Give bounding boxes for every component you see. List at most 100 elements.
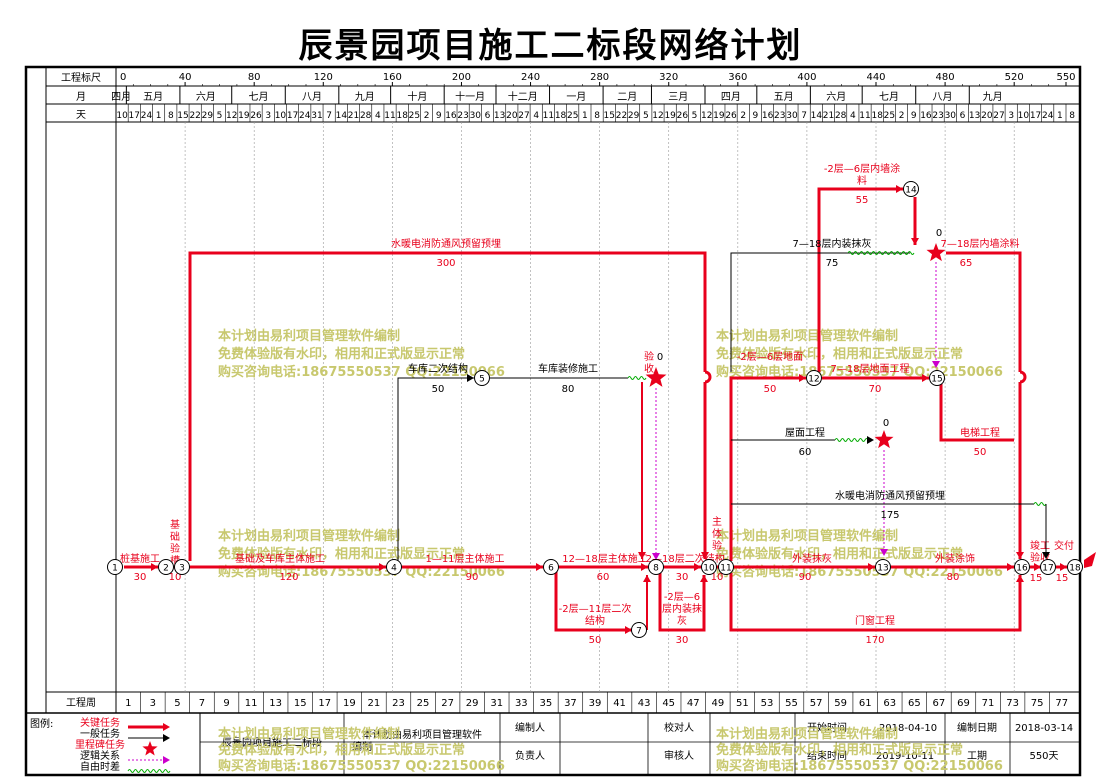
scale-tick-label: 40: [179, 72, 192, 83]
day-label: 23: [774, 111, 785, 121]
arrow-head: [867, 436, 874, 444]
footer-start-value: 2018-04-10: [879, 723, 937, 734]
task-label: 层内装抹: [662, 602, 702, 615]
day-label: 7: [801, 111, 807, 121]
node-label-7: 7: [636, 627, 642, 637]
day-label: 24: [299, 111, 311, 121]
day-label: 25: [409, 111, 420, 121]
arrow-head: [1034, 563, 1041, 571]
day-label: 2: [740, 111, 746, 121]
legend-item-label: 逻辑关系: [80, 749, 120, 762]
arrow-head: [896, 185, 903, 193]
footer-date-label: 编制日期: [957, 721, 997, 734]
week-label: 17: [318, 698, 331, 709]
task-duration: 75: [826, 258, 839, 269]
day-label: 3: [1008, 111, 1014, 121]
task-duration: 30: [676, 572, 689, 583]
day-label: 22: [616, 111, 627, 121]
week-label: 63: [883, 698, 896, 709]
week-label: 29: [466, 698, 479, 709]
month-label: 二月: [617, 91, 637, 103]
arrow-head: [379, 563, 386, 571]
month-label: 十月: [407, 90, 427, 103]
footer-period-label: 工期: [967, 750, 987, 762]
task-label: 基础及车库主体施工: [235, 552, 325, 565]
task-label: 车库二次结构: [408, 362, 468, 375]
day-label: 21: [823, 111, 834, 121]
day-label: 5: [217, 111, 223, 121]
watermark-text: 本计划由易利项目管理软件编制: [716, 726, 898, 742]
task-label: 验: [712, 539, 722, 552]
arrow-line: [729, 573, 1022, 632]
task-label: 12—18层主体施工: [562, 552, 647, 565]
node-15: [929, 370, 945, 386]
watermark-text: 免费体验版有水印，相用和正式版显示正常: [218, 346, 465, 362]
day-label: 20: [506, 111, 518, 121]
legend-item-label: 一般任务: [80, 727, 120, 740]
page-title: 辰景园项目施工二标段网络计划: [298, 26, 803, 66]
watermark-text: 免费体验版有水印，相用和正式版显示正常: [716, 742, 963, 758]
logic-arrow-head: [652, 553, 660, 560]
month-label: 五月: [774, 91, 794, 103]
week-label: 15: [294, 698, 307, 709]
task-duration: 30: [134, 572, 147, 583]
day-label: 17: [129, 111, 140, 121]
legend-item-label: 关键任务: [80, 716, 120, 729]
node-label-13: 13: [877, 564, 888, 574]
node-3: [174, 559, 190, 575]
task-label: 水暖电消防通风预留预埋: [391, 237, 501, 250]
month-label: 七月: [879, 91, 899, 103]
task-label: 验: [170, 542, 180, 555]
node-18: [1067, 559, 1083, 575]
week-label: 43: [638, 698, 651, 709]
arrow-line: [730, 252, 910, 372]
float-line: [847, 251, 915, 255]
week-label: 33: [515, 698, 528, 709]
watermark-text: 免费体验版有水印，相用和正式版显示正常: [218, 546, 465, 562]
arrow-line: [188, 251, 707, 561]
task-label: -2层—6层地面: [737, 350, 803, 363]
task-duration: 65: [960, 258, 973, 269]
watermark-text: 本计划由易利项目管理软件编制: [218, 528, 400, 544]
node-label-4: 4: [391, 564, 397, 574]
task-duration: 15: [1030, 573, 1043, 584]
arrow-head: [1007, 563, 1014, 571]
node-1: [107, 559, 123, 575]
task-label: 水暖电消防通风预留预埋: [835, 489, 945, 502]
week-label: 39: [589, 698, 602, 709]
legend-float-line: [127, 769, 171, 773]
jump-arc: [704, 370, 712, 384]
day-label: 26: [677, 111, 689, 121]
day-label: 1: [156, 111, 162, 121]
day-label: 17: [287, 111, 298, 121]
day-label: 9: [436, 111, 442, 121]
day-label: 25: [567, 111, 578, 121]
week-row-label: 工程周: [66, 697, 96, 709]
day-label: 10: [275, 111, 287, 121]
watermark-text: 购买咨询电话:18675550537 QQ:22150066: [716, 758, 1003, 774]
day-label: 18: [871, 111, 883, 121]
watermark-text: 本计划由易利项目管理软件编制: [218, 328, 400, 344]
day-label: 1: [582, 111, 588, 121]
day-label: 3: [265, 111, 271, 121]
month-label: 五月: [143, 91, 163, 103]
scale-row-label: 工程标尺: [61, 72, 101, 84]
task-label: 外装涂饰: [935, 552, 975, 565]
week-label: 11: [245, 698, 258, 709]
node-label-6: 6: [548, 564, 554, 574]
day-label: 11: [543, 111, 554, 121]
week-label: 21: [368, 698, 381, 709]
day-label: 28: [835, 111, 847, 121]
day-label: 17: [1030, 111, 1041, 121]
watermark-text: 购买咨询电话:18675550537 QQ:22150066: [218, 364, 505, 380]
day-label: 18: [396, 111, 408, 121]
arrow-head: [1016, 552, 1024, 559]
node-17: [1040, 559, 1056, 575]
day-label: 5: [692, 111, 698, 121]
week-label: 27: [441, 698, 454, 709]
task-duration: 80: [562, 384, 575, 395]
footer-compile: 编制: [352, 740, 372, 753]
month-label: 八月: [933, 91, 953, 103]
node-11: [718, 559, 734, 575]
